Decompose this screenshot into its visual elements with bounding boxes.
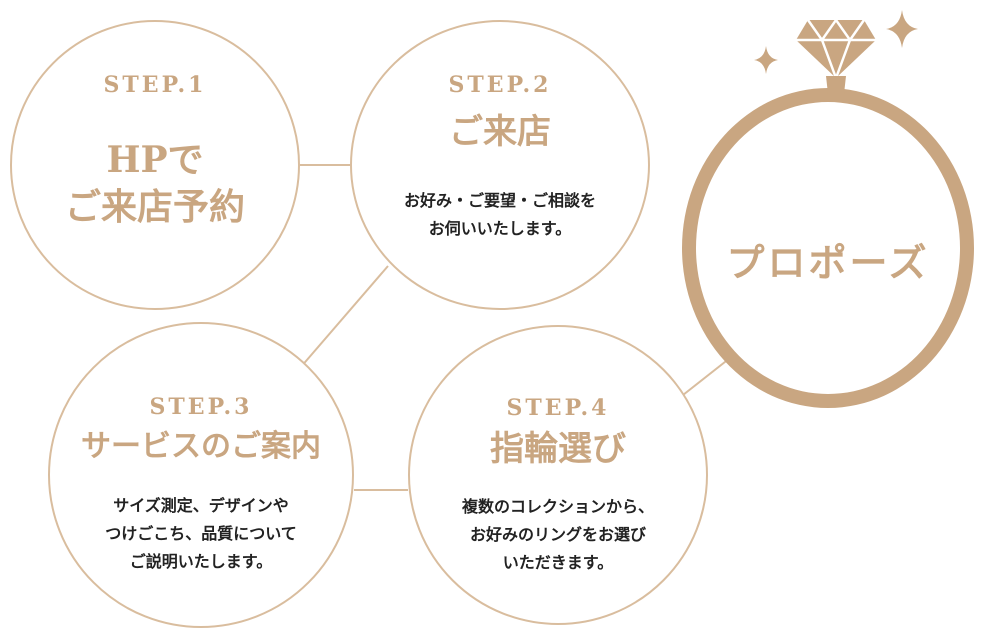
step-title: サービスのご案内 [50, 427, 352, 466]
step-desc-line: お伺いいたします。 [428, 219, 572, 238]
step-3-circle: STEP.3 サービスのご案内 サイズ測定、デザインや つけごこち、品質について… [48, 322, 354, 628]
diamond-icon [796, 17, 876, 94]
step-title: 指輪選び [410, 427, 706, 471]
sparkle-icon [886, 10, 918, 48]
step-desc-line: サイズ測定、デザインや [113, 496, 289, 515]
step-title: HPで ご来店予約 [12, 137, 298, 231]
step-label: STEP.2 [448, 72, 552, 98]
step-title: ご来店 [352, 110, 648, 154]
step-desc-line: お好みのリングをお選び [469, 525, 646, 544]
step-4-circle: STEP.4 指輪選び 複数のコレクションから、 お好みのリングをお選び いただ… [408, 325, 708, 625]
step-description: お好み・ご要望・ご相談を お伺いいたします。 [352, 187, 648, 243]
sparkle-icon [754, 46, 778, 74]
step-2-circle: STEP.2 ご来店 お好み・ご要望・ご相談を お伺いいたします。 [350, 20, 650, 310]
step-desc-line: つけごこち、品質について [105, 524, 297, 543]
step-title-line: 指輪選び [490, 429, 626, 469]
step-desc-line: 複数のコレクションから、 [461, 497, 654, 516]
step-desc-line: いただきます。 [502, 553, 614, 572]
step-title-line: ご来店予約 [64, 185, 245, 228]
connector-step2-step3 [299, 265, 389, 369]
step-label: STEP.4 [506, 395, 610, 421]
step-title-line: ご来店 [449, 112, 551, 152]
connector-step4-goal [682, 357, 731, 396]
step-title-line: サービスのご案内 [81, 429, 321, 464]
proposal-label: プロポーズ [726, 240, 930, 285]
step-label: STEP.1 [103, 72, 207, 98]
proposal-ring-circle: プロポーズ [682, 88, 974, 408]
step-description: 複数のコレクションから、 お好みのリングをお選び いただきます。 [410, 493, 706, 577]
step-1-circle: STEP.1 HPで ご来店予約 [10, 20, 300, 310]
step-desc-line: ご説明いたします。 [129, 552, 273, 571]
step-description: サイズ測定、デザインや つけごこち、品質について ご説明いたします。 [50, 492, 352, 576]
step-desc-line: お好み・ご要望・ご相談を [403, 191, 596, 210]
step-label: STEP.3 [149, 394, 253, 420]
step-title-line: HPで [106, 139, 204, 181]
